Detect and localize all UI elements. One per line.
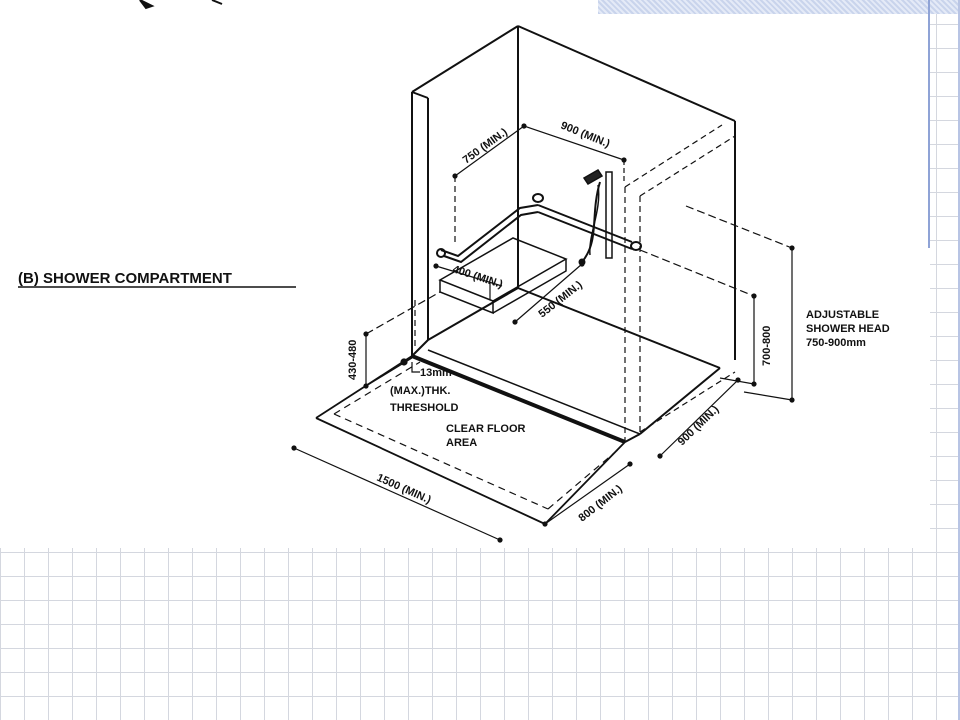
dim-floor-800: 800 (MIN.)	[576, 483, 625, 525]
threshold-note-line2: (MAX.)THK.	[390, 385, 451, 397]
shower-head-assembly	[578, 169, 613, 266]
accent-bar	[598, 0, 960, 14]
threshold-edge	[411, 349, 721, 444]
threshold-note-line1: 13mm	[420, 367, 452, 379]
front-dashed-edges	[624, 124, 736, 442]
accent-line	[928, 0, 930, 248]
diagram-title: (B) SHOWER COMPARTMENT	[18, 270, 232, 287]
clipped-arrow-marks	[139, 0, 223, 10]
accent-line-right	[958, 0, 960, 720]
floor-note-line1: CLEAR FLOOR	[446, 423, 525, 435]
threshold-note-line3: THRESHOLD	[390, 402, 459, 414]
dim-depth-900: 900 (MIN.)	[676, 403, 722, 448]
shower-seat	[438, 237, 568, 315]
shower-head-note-line2: SHOWER HEAD	[806, 323, 890, 335]
drawing-panel	[0, 0, 930, 548]
grab-bar	[436, 193, 642, 264]
floor-note-line2: AREA	[446, 437, 477, 449]
dim-width-1500: 1500 (MIN.)	[375, 472, 433, 507]
dim-grab-height: 700-800	[761, 326, 773, 366]
dim-seat-550: 550 (MIN.)	[536, 279, 585, 321]
compartment-walls	[411, 25, 736, 369]
shower-head-note-line3: 750-900mm	[806, 337, 866, 349]
shower-head-note-line1: ADJUSTABLE	[806, 309, 879, 321]
dim-wall-900: 900 (MIN.)	[559, 120, 612, 151]
dim-seat-height: 430-480	[347, 340, 359, 380]
dimension-lines	[291, 123, 795, 543]
dim-wall-750: 750 (MIN.)	[461, 126, 510, 166]
